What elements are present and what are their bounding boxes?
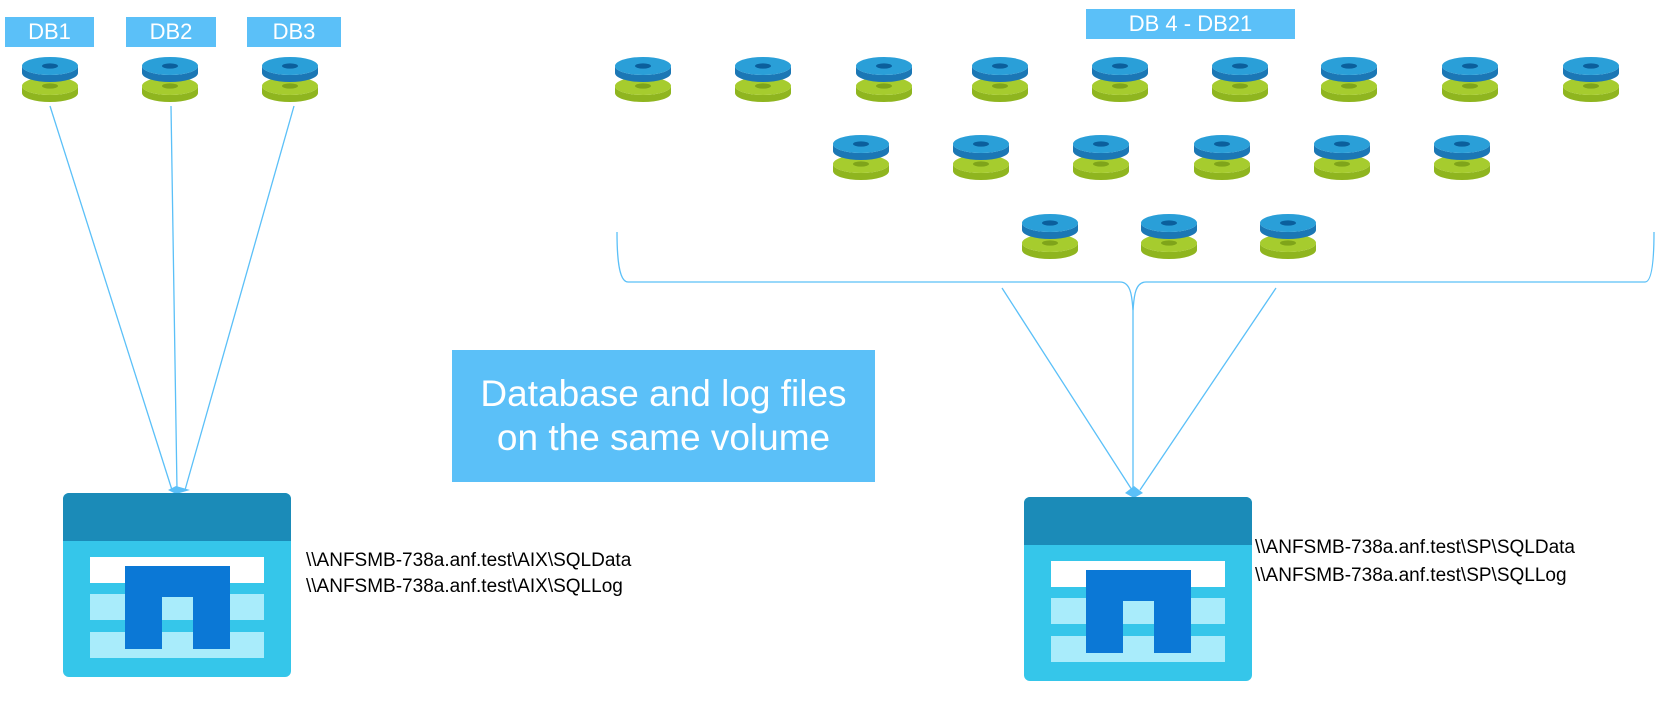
database-disk-icon	[1092, 57, 1148, 102]
left-volume-icon	[63, 493, 291, 677]
right-sqllog-path: \\ANFSMB-738a.anf.test\SP\SQLLog	[1255, 565, 1567, 586]
database-disk-icon	[142, 57, 198, 102]
database-disk-icon	[735, 57, 791, 102]
database-disk-icon	[1321, 57, 1377, 102]
connector-db2	[170, 105, 178, 491]
right-volume-paths: \\ANFSMB-738a.anf.test\SP\SQLData \\ANFS…	[1255, 535, 1575, 589]
database-disk-icon	[1141, 214, 1197, 259]
database-disk-icon	[615, 57, 671, 102]
database-disk-icon	[833, 135, 889, 180]
left-arrowhead	[168, 486, 190, 494]
database-disk-icon	[262, 57, 318, 102]
database-disk-icon	[1073, 135, 1129, 180]
database-disk-icon	[1314, 135, 1370, 180]
database-disk-icon	[1194, 135, 1250, 180]
connector-group-left	[1001, 287, 1133, 491]
left-sqllog-path: \\ANFSMB-738a.anf.test\AIX\SQLLog	[306, 576, 623, 597]
database-disk-icon	[856, 57, 912, 102]
database-disk-icon	[1260, 214, 1316, 259]
database-disk-icon	[1212, 57, 1268, 102]
database-disk-icon	[972, 57, 1028, 102]
database-disk-icon	[1434, 135, 1490, 180]
database-disk-icon	[1563, 57, 1619, 102]
right-volume-icon	[1024, 497, 1252, 681]
connector-db1	[49, 105, 173, 491]
callout-line-1: Database and log files	[480, 373, 847, 414]
callout-line-2: on the same volume	[496, 417, 831, 458]
database-disk-icon	[1022, 214, 1078, 259]
right-sqldata-path: \\ANFSMB-738a.anf.test\SP\SQLData	[1255, 537, 1575, 558]
database-disk-icon	[1442, 57, 1498, 102]
connector-group-right	[1139, 287, 1277, 491]
database-disk-icon	[22, 57, 78, 102]
right-arrowhead	[1125, 486, 1143, 498]
db2-label: DB2	[126, 17, 216, 47]
connector-db3	[184, 105, 295, 491]
database-disk-icon	[953, 135, 1009, 180]
db1-label: DB1	[5, 17, 94, 47]
callout-box: Database and log files on the same volum…	[452, 350, 875, 482]
left-sqldata-path: \\ANFSMB-738a.anf.test\AIX\SQLData	[306, 550, 632, 571]
group-brace	[616, 231, 1655, 311]
db-group-label: DB 4 - DB21	[1086, 9, 1295, 39]
left-volume-paths: \\ANFSMB-738a.anf.test\AIX\SQLData \\ANF…	[306, 548, 631, 600]
db3-label: DB3	[247, 17, 341, 47]
